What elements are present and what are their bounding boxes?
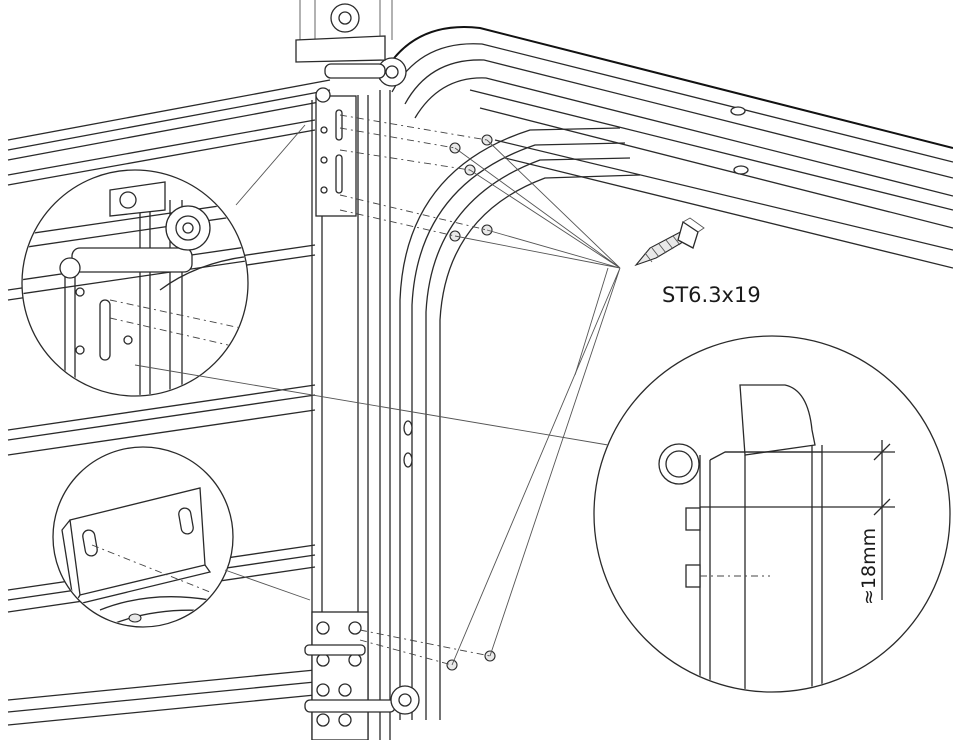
track-screws: [446, 134, 496, 671]
detail1-leader: [235, 124, 306, 206]
detail-view-slotted-bracket: [52, 446, 234, 628]
dimension-label: ≈18mm: [858, 528, 880, 605]
bottom-hinge-bracket: [304, 611, 420, 740]
self-tapping-screw-icon: [634, 217, 705, 267]
detail3-leader-2: [574, 267, 609, 376]
detail2-leader: [224, 569, 311, 601]
detail3-leader: [134, 364, 609, 446]
alignment-lines: [339, 114, 491, 666]
screw-spec-label: ST6.3x19: [662, 283, 761, 307]
detail-view-roller-bracket: [21, 169, 249, 397]
curved-track: [379, 26, 953, 720]
screw-leader-lines: [451, 139, 621, 666]
detail-view-dimension: [593, 335, 951, 693]
